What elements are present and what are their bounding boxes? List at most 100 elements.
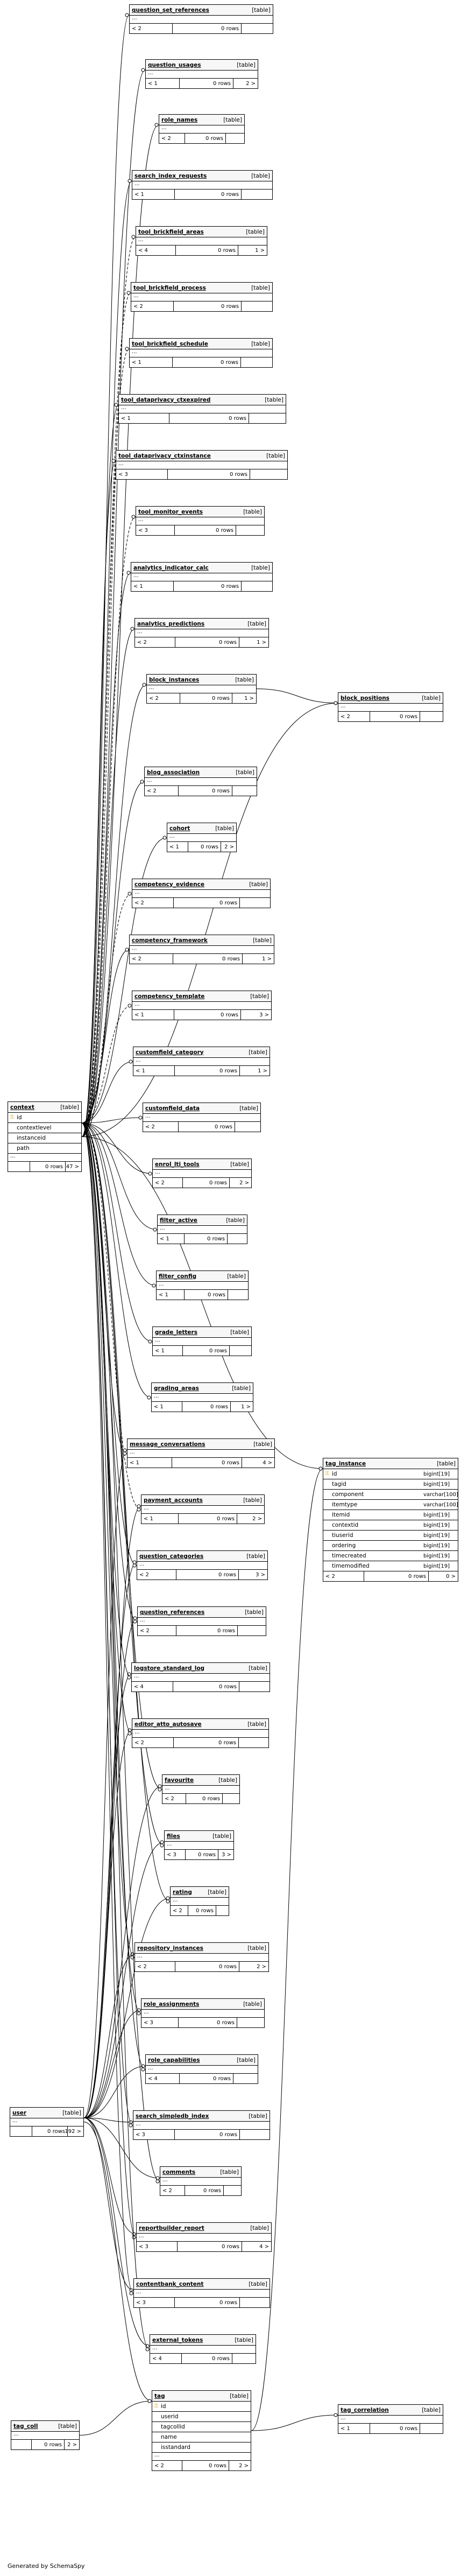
children-count[interactable] (227, 1234, 247, 1244)
table-name[interactable]: rating (173, 1889, 192, 1896)
children-count[interactable] (420, 2424, 443, 2433)
children-count[interactable]: 1 > (239, 1066, 270, 1076)
children-count[interactable]: 4 > (242, 2242, 271, 2251)
children-count[interactable] (232, 786, 257, 796)
table-name[interactable]: role_assignments (144, 2001, 200, 2008)
table-name[interactable]: tag_instance (325, 1460, 366, 1467)
children-count[interactable] (241, 24, 273, 33)
children-count[interactable] (239, 1682, 270, 1691)
parents-count[interactable]: < 1 (119, 413, 169, 423)
parents-count[interactable]: < 3 (136, 525, 175, 535)
parents-count[interactable]: < 2 (135, 637, 175, 647)
children-count[interactable] (228, 1290, 248, 1300)
parents-count[interactable]: < 2 (147, 693, 180, 703)
table-name[interactable]: tool_dataprivacy_ctxexpired (121, 396, 211, 403)
table-name[interactable]: block_instances (149, 676, 200, 683)
parents-count[interactable]: < 2 (130, 954, 173, 964)
table-name[interactable]: enrol_lti_tools (155, 1161, 200, 1168)
table-name[interactable]: competency_template (134, 993, 205, 1000)
parents-count[interactable]: < 4 (150, 2354, 182, 2363)
children-count[interactable]: 2 > (229, 1178, 251, 1188)
parents-count[interactable]: < 2 (160, 2186, 185, 2195)
children-count[interactable] (239, 2298, 270, 2307)
children-count[interactable] (235, 1122, 260, 1132)
children-count[interactable] (236, 525, 264, 535)
children-count[interactable] (222, 1794, 239, 1803)
table-name[interactable]: tag_coll (13, 2423, 38, 2430)
parents-count[interactable] (10, 2126, 32, 2136)
parents-count[interactable]: < 2 (159, 134, 185, 143)
table-name[interactable]: comments (162, 2168, 196, 2175)
table-tool-dataprivacy-ctxinstance[interactable]: tool_dataprivacy_ctxinstance[table]...< … (116, 450, 288, 480)
parents-count[interactable]: < 1 (130, 357, 173, 367)
parents-count[interactable]: < 3 (165, 1850, 186, 1859)
parents-count[interactable]: < 1 (132, 189, 175, 199)
parents-count[interactable]: < 3 (134, 2298, 175, 2307)
table-name[interactable]: search_index_requests (134, 172, 207, 179)
parents-count[interactable]: < 2 (162, 1794, 186, 1803)
children-count[interactable] (225, 134, 244, 143)
parents-count[interactable]: < 2 (323, 1571, 364, 1581)
parents-count[interactable]: < 4 (136, 245, 176, 255)
children-count[interactable]: 1 > (238, 245, 267, 255)
parents-count[interactable] (8, 1162, 30, 1171)
parents-count[interactable]: < 1 (157, 1290, 185, 1300)
parents-count[interactable]: < 4 (146, 2074, 180, 2083)
children-count[interactable]: 1 > (230, 1402, 253, 1412)
table-name[interactable]: reportbuilder_report (139, 2224, 204, 2231)
table-name[interactable]: contentbank_content (136, 2280, 204, 2287)
children-count[interactable]: 3 > (218, 1850, 233, 1859)
children-count[interactable] (223, 2186, 241, 2195)
children-count[interactable] (241, 581, 272, 591)
children-count[interactable] (241, 301, 272, 311)
table-name[interactable]: block_positions (341, 694, 389, 701)
table-name[interactable]: editor_atto_autosave (134, 1721, 202, 1728)
table-name[interactable]: analytics_predictions (137, 620, 205, 627)
children-count[interactable] (232, 2354, 256, 2363)
parents-count[interactable]: < 1 (158, 1234, 185, 1244)
children-count[interactable]: 3 > (238, 1570, 267, 1580)
table-name[interactable]: analytics_indicator_calc (133, 564, 209, 571)
table-name[interactable]: filter_config (159, 1273, 197, 1280)
children-count[interactable] (240, 357, 272, 367)
column-row[interactable]: instanceid (8, 1133, 81, 1143)
table-name[interactable]: question_usages (148, 61, 201, 68)
children-count[interactable] (229, 1346, 251, 1356)
table-name[interactable]: context (10, 1104, 34, 1111)
table-name[interactable]: grade_letters (155, 1329, 197, 1336)
parents-count[interactable]: < 3 (137, 2242, 178, 2251)
children-count[interactable] (239, 2130, 270, 2139)
